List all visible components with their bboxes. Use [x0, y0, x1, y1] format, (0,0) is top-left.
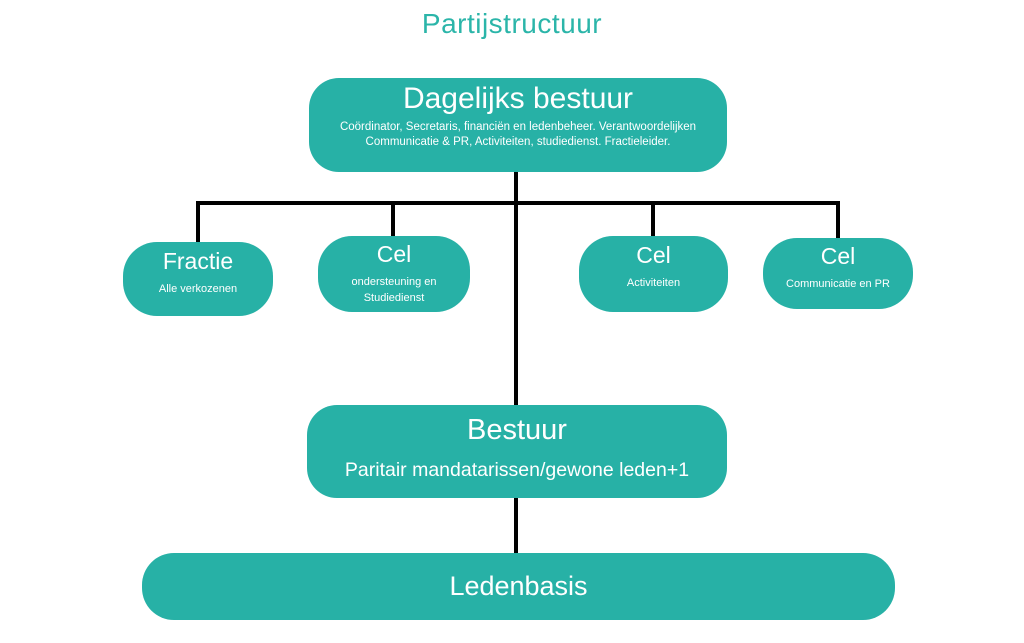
node-subtitle: Communicatie en PR	[786, 277, 890, 290]
node-fractie: Fractie Alle verkozenen	[123, 242, 273, 316]
node-title: Bestuur	[467, 414, 567, 446]
node-cel-communicatie: Cel Communicatie en PR	[763, 238, 913, 309]
node-subtitle: Coördinator, Secretaris, financiën en le…	[339, 120, 697, 148]
node-dagelijks-bestuur: Dagelijks bestuur Coördinator, Secretari…	[309, 78, 727, 172]
node-bestuur: Bestuur Paritair mandatarissen/gewone le…	[307, 405, 727, 498]
connector-root-stem	[514, 172, 518, 406]
node-subtitle: Alle verkozenen	[158, 282, 238, 295]
node-title: Cel	[636, 242, 671, 268]
node-subtitle: ondersteuning en Studiedienst	[351, 275, 437, 304]
node-ledenbasis: Ledenbasis	[142, 553, 895, 620]
node-title: Fractie	[162, 248, 234, 274]
node-cel-studiedienst: Cel ondersteuning en Studiedienst	[318, 236, 470, 312]
node-title: Cel	[376, 241, 412, 267]
page-title: Partijstructuur	[421, 8, 603, 39]
node-title: Ledenbasis	[449, 571, 588, 601]
connector-drop-cel-activiteiten	[651, 201, 655, 236]
node-subtitle: Paritair mandatarissen/gewone leden+1	[344, 459, 690, 482]
connector-drop-cel-communicatie	[836, 201, 840, 238]
connector-horizontal-rail	[196, 201, 840, 205]
node-title: Dagelijks bestuur	[402, 82, 634, 115]
node-cel-activiteiten: Cel Activiteiten	[579, 236, 728, 312]
node-subtitle: Activiteiten	[626, 276, 681, 289]
connector-drop-fractie	[196, 201, 200, 242]
node-title: Cel	[820, 243, 856, 269]
connector-bestuur-ledenbasis	[514, 497, 518, 554]
connector-drop-cel-studiedienst	[391, 201, 395, 236]
